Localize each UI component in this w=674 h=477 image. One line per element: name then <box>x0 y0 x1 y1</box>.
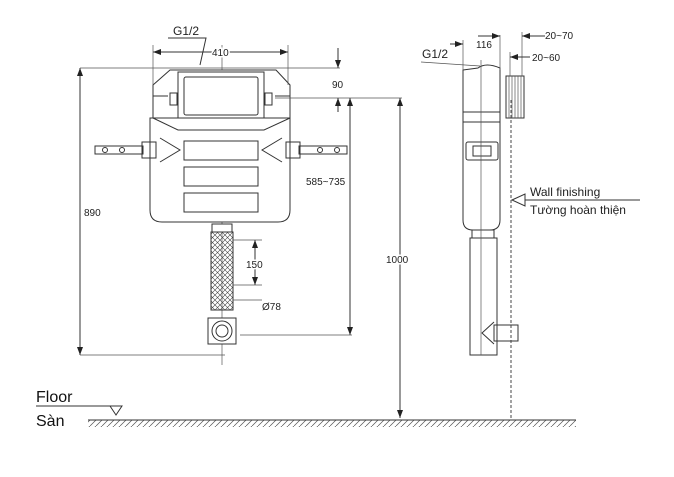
tank-shoulder <box>152 117 291 131</box>
wall-label-vi: Tường hoàn thiện <box>530 203 626 217</box>
side-inlet-leader <box>420 61 481 67</box>
top-offset-dim: 90 <box>332 80 344 91</box>
ground-hatch <box>88 420 576 427</box>
side-ext-lines <box>462 32 523 76</box>
tank-side <box>462 64 501 231</box>
flange-ribs <box>508 76 522 118</box>
height-dim: 890 <box>84 208 101 219</box>
pipe-length-dim: 150 <box>246 260 263 271</box>
floor: Floor Sàn <box>36 389 576 430</box>
tank-lower <box>149 117 291 223</box>
depth-dim: 116 <box>476 40 492 51</box>
wall-marker-icon <box>510 193 526 207</box>
side-inlet-label: G1/2 <box>422 47 448 61</box>
side-bracket-inner <box>472 145 492 157</box>
side-bracket <box>465 141 499 161</box>
right-bracket <box>285 141 348 159</box>
range-lower-dim: 20~60 <box>532 53 561 64</box>
width-ext-lines <box>152 45 289 85</box>
button-recess <box>177 71 265 121</box>
outlet-stub <box>493 324 519 342</box>
total-height-dim: 1000 <box>386 255 409 266</box>
panel-2 <box>183 166 259 187</box>
clip-right <box>264 92 273 106</box>
range-upper-dim: 20~70 <box>545 31 574 42</box>
wall-label-en: Wall finishing <box>530 185 600 199</box>
inlet-label: G1/2 <box>173 24 199 38</box>
adjust-range-dim: 585~735 <box>306 177 346 188</box>
elbow-outlet <box>211 320 233 342</box>
button-frame <box>183 76 259 116</box>
pipe-diameter-dim: Ø78 <box>262 302 281 313</box>
pipe-ext-lines <box>233 239 262 286</box>
left-bracket <box>94 141 157 159</box>
panel-3 <box>183 192 259 213</box>
tank-side-seams <box>463 111 500 123</box>
flush-pipe <box>210 231 234 311</box>
clip-left <box>169 92 178 106</box>
side-collar <box>471 229 495 239</box>
floor-label-en: Floor <box>36 389 73 406</box>
side-notches <box>159 137 283 163</box>
pipe-side <box>469 237 498 356</box>
outlet-cone <box>481 321 495 345</box>
side-view: G1/2 116 20~70 20~60 Wall finishing Tườn… <box>420 31 640 420</box>
inlet-leader <box>168 37 207 66</box>
front-view: G1/2 410 890 90 585~735 1000 150 Ø78 <box>77 24 410 418</box>
width-dim: 410 <box>212 48 229 59</box>
floor-label-vi: Sàn <box>36 413 64 430</box>
panel-1 <box>183 140 259 161</box>
floor-marker-icon <box>109 405 123 416</box>
elbow-inner <box>215 324 229 338</box>
elbow <box>207 317 237 345</box>
pipe-collar <box>211 223 233 233</box>
